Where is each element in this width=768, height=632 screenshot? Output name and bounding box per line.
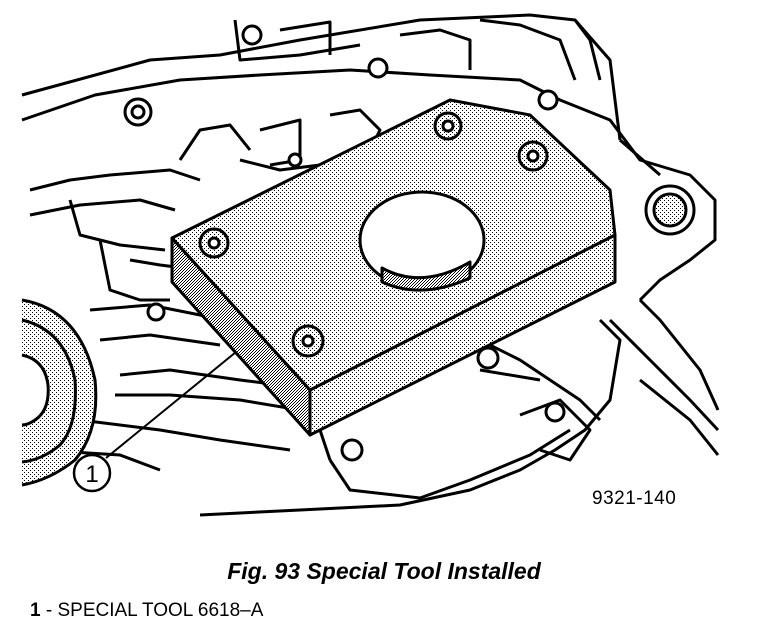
callout-1: 1: [72, 351, 237, 493]
figure-caption: Fig. 93 Special Tool Installed: [227, 558, 541, 584]
output-seal: [21, 298, 98, 487]
legend-item-label: SPECIAL TOOL 6618–A: [57, 600, 264, 621]
legend: 1 - SPECIAL TOOL 6618–A: [30, 600, 263, 622]
legend-item-number: 1: [30, 600, 41, 621]
special-tool-plate: [170, 98, 617, 437]
transmission-diagram: 1: [21, 13, 720, 517]
housing-bolt-holes: [123, 24, 696, 462]
callout-number: 1: [85, 461, 98, 488]
legend-item-separator: -: [40, 600, 58, 621]
figure-code: 9321-140: [592, 488, 677, 509]
